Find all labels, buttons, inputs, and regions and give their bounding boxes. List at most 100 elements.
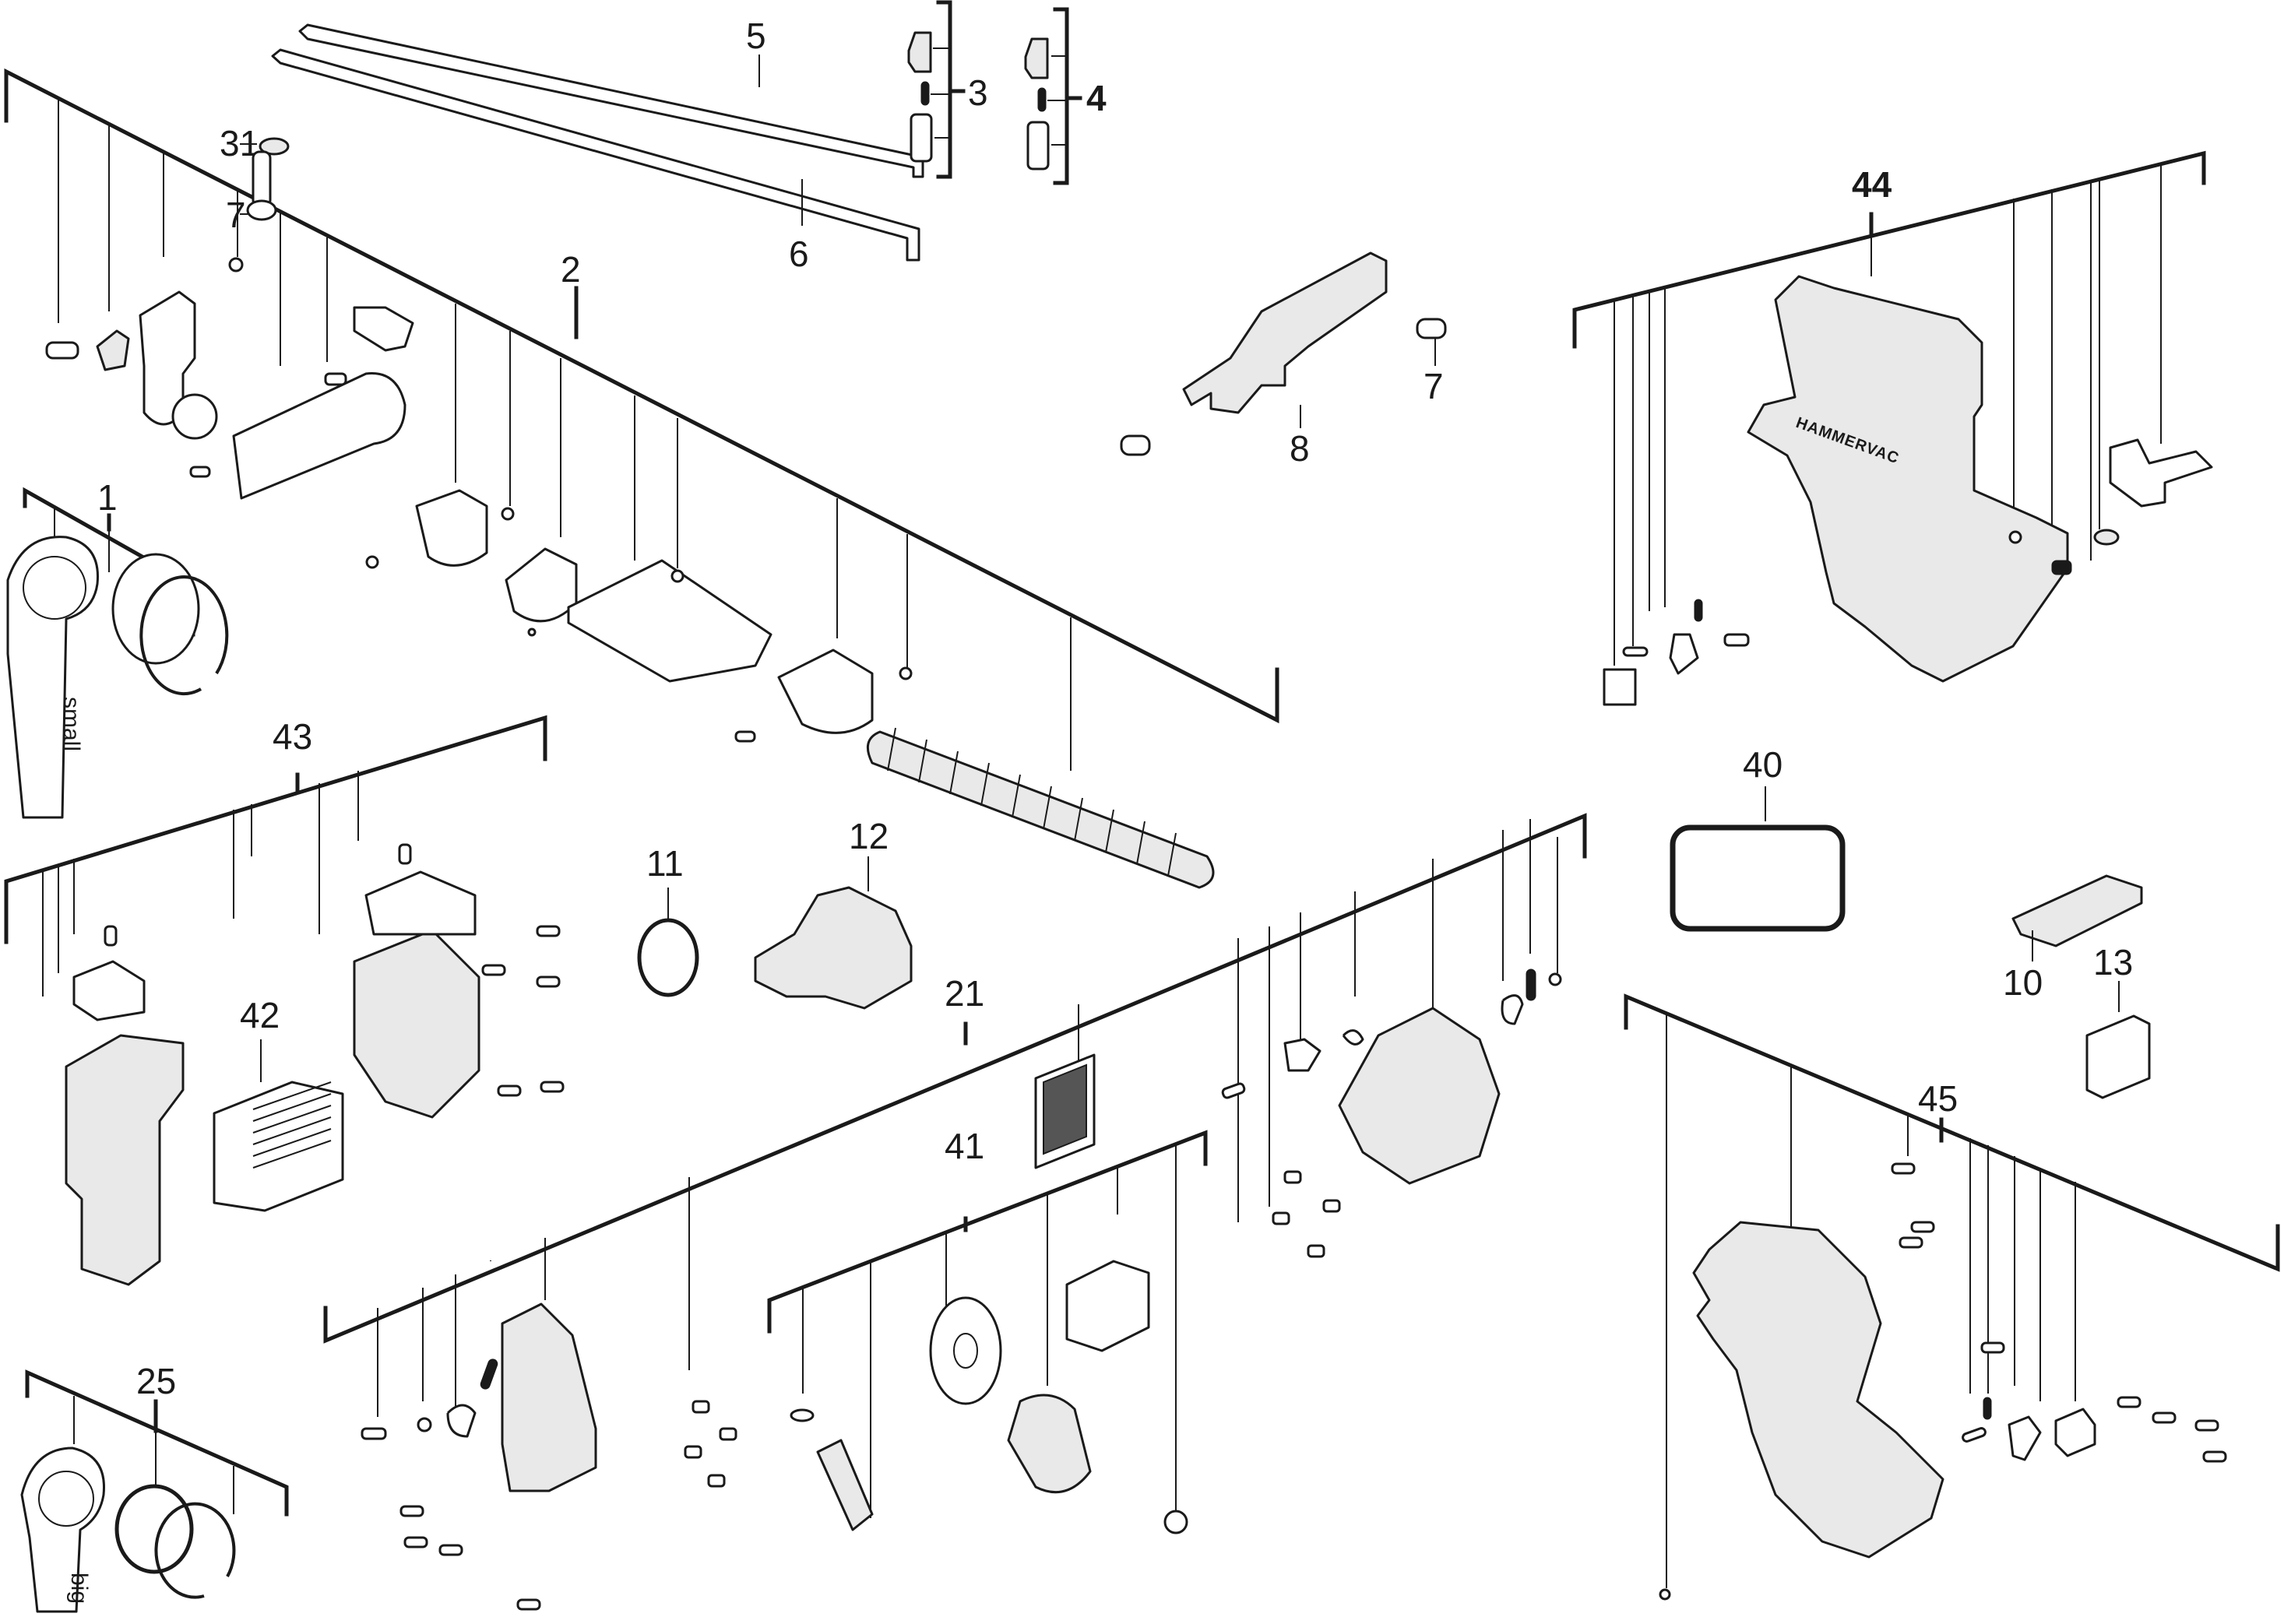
channel-icon: [567, 559, 772, 683]
filter-clip-icon: [72, 960, 146, 1021]
callout-42: 42: [240, 995, 280, 1035]
callout-8: 8: [1290, 428, 1310, 469]
callout-4: 4: [1086, 78, 1107, 118]
seal-disc-icon: [111, 553, 200, 665]
lever-arm-icon: [1182, 251, 1388, 414]
screw-icon: [1416, 318, 1447, 339]
washer-icon: [790, 1408, 815, 1422]
screws-43: [104, 843, 565, 1097]
sleeve-icon: [910, 113, 933, 163]
pleated-filter-icon: [213, 1081, 344, 1212]
washer-icon: [670, 569, 684, 583]
half-collar-icon: [505, 547, 578, 623]
callout-7b: 7: [1424, 366, 1444, 406]
guide-block-icon: [777, 649, 874, 734]
callout-5: 5: [746, 16, 766, 56]
spring-icon: [1694, 599, 1703, 622]
washer-icon: [2008, 530, 2022, 544]
screw-icon: [1723, 633, 1750, 647]
cap-marking-small: small: [58, 697, 84, 751]
catch-icon: [1669, 633, 1699, 675]
motor-filter-icon: [1065, 1260, 1150, 1352]
callout-25: 25: [136, 1361, 176, 1401]
hook-icon: [446, 1404, 477, 1438]
callout-41: 41: [945, 1126, 984, 1166]
group-25-bracket: [25, 1369, 289, 1517]
callout-7a: 7: [226, 195, 246, 235]
bellows-icon: [866, 727, 1215, 889]
latch-button-icon: [1024, 37, 1049, 79]
collar-icon: [415, 489, 488, 567]
grommet-icon: [1163, 1510, 1188, 1534]
bracket-icon: [353, 306, 414, 352]
plate-icon: [1603, 668, 1637, 706]
washer-icon: [501, 507, 515, 521]
spring-icon: [1526, 968, 1536, 1001]
latch-hook-icon: [1501, 994, 1524, 1025]
washer-icon: [259, 137, 290, 156]
cap-marking-big: big: [66, 1573, 92, 1604]
latch-button-icon: [907, 31, 932, 73]
clip-icon: [96, 329, 130, 371]
callout-21: 21: [945, 973, 984, 1014]
washer-icon: [2093, 529, 2120, 546]
seal-disc-icon: [114, 1484, 194, 1574]
group-44-bracket: [1572, 150, 2206, 666]
tube-icon: [232, 372, 406, 500]
callout-43: 43: [273, 716, 312, 757]
filter-housing-right-icon: [353, 929, 480, 1119]
group-43-bracket: [4, 715, 547, 997]
catch-icon: [2008, 1415, 2042, 1461]
screw-icon: [361, 1427, 387, 1440]
filter-housing-left-icon: [65, 1034, 185, 1286]
group-2-bracket: [4, 68, 1279, 771]
screw-icon: [45, 341, 79, 360]
pin-icon: [527, 627, 537, 637]
callout-10: 10: [2003, 962, 2043, 1003]
pin-icon: [1962, 1427, 1987, 1443]
screw-icon: [1120, 434, 1151, 456]
lever-8: [1120, 251, 1447, 456]
rack-strip-5-icon: [298, 23, 924, 178]
screw-icon: [734, 730, 756, 743]
big-dust-cap-icon: big: [20, 1446, 105, 1613]
slide-latch-icon: [2109, 438, 2213, 508]
filter-cover-icon: [364, 870, 477, 936]
washer-icon: [899, 666, 913, 680]
pins-21: [1272, 1170, 1341, 1258]
group-45-bracket: [1624, 993, 2280, 1588]
callout-2: 2: [561, 249, 581, 290]
spring-icon: [480, 1359, 498, 1390]
callout-11: 11: [646, 843, 684, 884]
callout-13: 13: [2093, 942, 2133, 982]
small-dust-cap-icon: small: [6, 536, 99, 819]
trigger-icon: [1283, 1038, 1321, 1072]
washer-icon: [228, 257, 244, 272]
callout-3: 3: [968, 72, 988, 113]
rail-strip-6-icon: [271, 48, 920, 262]
washer-icon: [1548, 972, 1562, 986]
main-housing-icon: [1692, 1221, 1944, 1559]
screen-filter-icon: [1034, 1053, 1096, 1169]
spring-icon: [920, 81, 930, 106]
screws-21-lower: [399, 1505, 541, 1611]
gasket-icon: [1670, 824, 1846, 932]
rack-strips: [271, 23, 924, 262]
spring-icon: [2051, 560, 2072, 575]
pin-icon: [1622, 646, 1649, 657]
spring-icon: [1037, 87, 1047, 112]
snap-ring-icon: [139, 575, 229, 696]
spring-icon: [1983, 1397, 1992, 1420]
washer-icon: [417, 1417, 432, 1432]
pin-icon: [1221, 1082, 1246, 1099]
fan-wheel-icon: [929, 1296, 1002, 1405]
washer-icon: [365, 555, 379, 569]
snap-ring-icon: [154, 1502, 236, 1599]
kit-4: [1024, 7, 1082, 185]
callout-6: 6: [789, 234, 809, 274]
callout-1: 1: [97, 477, 118, 518]
nozzle-icon: [171, 393, 218, 440]
callout-44: 44: [1852, 164, 1892, 205]
nameplate-icon: [2011, 874, 2143, 947]
bolt-icon: [252, 150, 272, 208]
